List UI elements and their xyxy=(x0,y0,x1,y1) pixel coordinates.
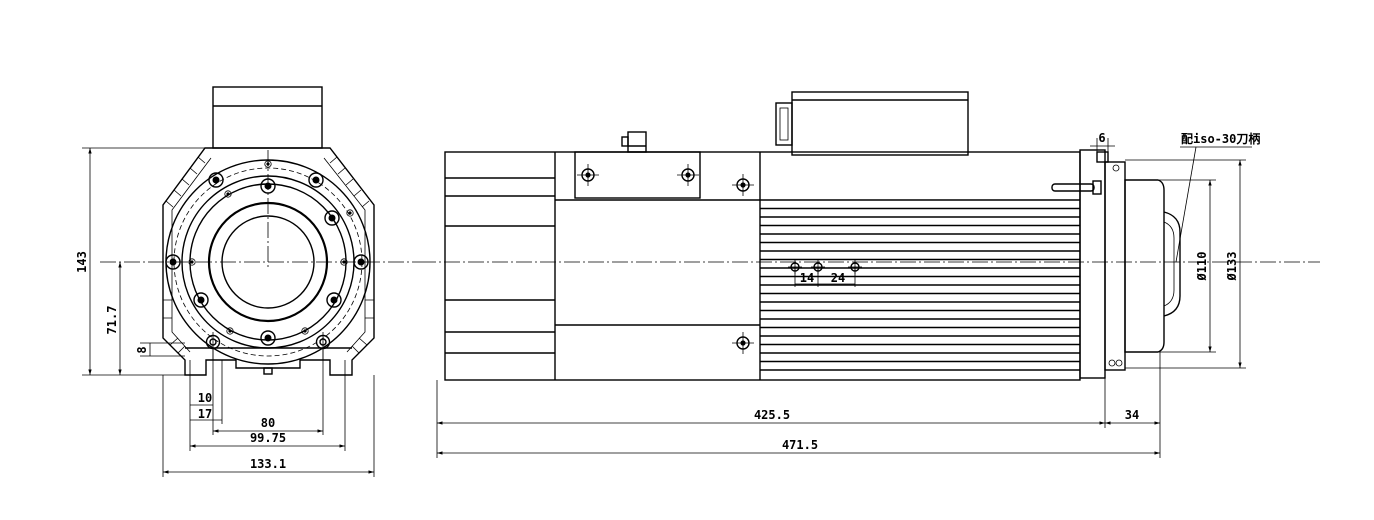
top-connector-box xyxy=(791,91,969,156)
small-hole-center xyxy=(303,329,307,333)
terminal-plate xyxy=(574,151,701,199)
small-hole xyxy=(226,327,234,335)
side-body xyxy=(444,151,1081,381)
small-hole-center xyxy=(348,211,352,215)
tool-holder-taper xyxy=(1163,211,1181,317)
dim-label-6: 6 xyxy=(1098,131,1105,145)
left-chamfer-fins xyxy=(165,156,206,208)
side-small-connector xyxy=(621,131,647,153)
front-ring xyxy=(1104,161,1126,371)
spindle-nut xyxy=(1124,179,1165,353)
top-connector-plug xyxy=(775,102,793,146)
end-view: 143 71.7 8 10 17 80 xyxy=(75,86,420,477)
dim-label-24: 24 xyxy=(831,271,845,285)
small-hole xyxy=(301,327,309,335)
small-hole-outer xyxy=(346,209,354,217)
end-centerlines xyxy=(100,150,420,267)
dim-label-dia-133: Ø133 xyxy=(1225,252,1239,282)
dim-label-471-5: 471.5 xyxy=(782,438,818,452)
tool-holder-note: 配iso-30刀柄 xyxy=(1181,131,1260,146)
end-bolt-holes xyxy=(165,160,369,360)
bolt-hole-outer xyxy=(324,210,340,226)
bolt-hole xyxy=(324,210,340,226)
dim-label-14: 14 xyxy=(800,271,814,285)
screw-symbol xyxy=(677,164,699,186)
bolt-hole-outer xyxy=(326,292,342,308)
front-screw xyxy=(1112,164,1120,172)
dim-label-10: 10 xyxy=(198,391,212,405)
right-chamfer-inner xyxy=(323,157,366,353)
lower-right-fins xyxy=(351,299,374,354)
bolt-hole-outer xyxy=(308,172,324,188)
end-dimensions: 143 71.7 8 10 17 80 xyxy=(75,147,375,477)
bolt-hole-outer xyxy=(260,330,276,346)
bottom-key xyxy=(263,367,273,375)
bolt-hole-center xyxy=(264,334,272,342)
left-chamfer-inner xyxy=(171,157,212,353)
small-connector-body xyxy=(627,131,647,153)
front-screw xyxy=(1115,359,1123,367)
right-chamfer-fins xyxy=(329,156,370,208)
small-hole xyxy=(224,190,232,198)
bolt-hole-outer xyxy=(193,292,209,308)
dim-label-80: 80 xyxy=(261,416,275,430)
cooling-fins xyxy=(760,199,1080,371)
note-leader xyxy=(1175,146,1197,263)
screw-symbol xyxy=(577,164,599,186)
small-connector-nub xyxy=(621,136,629,147)
end-connector-box xyxy=(212,86,323,149)
dim-label-dia-110: Ø110 xyxy=(1195,252,1209,282)
motor-body-outline xyxy=(444,151,1081,381)
top-connector-plug-inner xyxy=(779,107,789,141)
dim-label-143: 143 xyxy=(75,251,89,273)
bolt-hole-center xyxy=(197,296,205,304)
dim-label-425-5: 425.5 xyxy=(754,408,790,422)
side-bolts xyxy=(577,164,862,354)
lower-left-fins xyxy=(163,299,186,354)
dim-label-71-7: 71.7 xyxy=(105,306,119,335)
bolt-hole-outer xyxy=(208,172,224,188)
small-hole-outer xyxy=(226,327,234,335)
bolt-hole-center xyxy=(328,214,336,222)
front-pin-head xyxy=(1092,180,1102,195)
small-hole-center xyxy=(228,329,232,333)
small-hole-outer xyxy=(224,190,232,198)
bolt-hole-center xyxy=(212,176,220,184)
screw-symbol xyxy=(732,174,754,196)
bolt-hole xyxy=(208,172,224,188)
rear-cap-fins xyxy=(445,177,555,354)
bolt-hole xyxy=(308,172,324,188)
side-view: 6 配iso-30刀柄 Ø110 Ø133 14 24 xyxy=(420,91,1320,458)
small-hole-outer xyxy=(301,327,309,335)
taper-inner xyxy=(1163,221,1175,307)
front-nose xyxy=(1051,149,1181,379)
dim-label-8: 8 xyxy=(135,346,149,353)
connector-box-outline xyxy=(212,86,323,149)
bolt-hole xyxy=(326,292,342,308)
screw-symbol xyxy=(732,332,754,354)
side-top-connector xyxy=(775,91,969,156)
dim-label-133-1: 133.1 xyxy=(250,457,286,471)
flange-step xyxy=(1096,151,1109,163)
side-dimensions: 6 配iso-30刀柄 Ø110 Ø133 14 24 xyxy=(436,131,1260,458)
dim-label-99-75: 99.75 xyxy=(250,431,286,445)
front-screw xyxy=(1108,359,1116,367)
small-hole xyxy=(346,209,354,217)
bolt-hole-center xyxy=(330,296,338,304)
bolt-hole xyxy=(260,330,276,346)
small-hole-center xyxy=(226,192,230,196)
body-outline xyxy=(162,147,375,376)
bolt-hole-center xyxy=(312,176,320,184)
small-hole-outer xyxy=(188,258,196,266)
front-pin xyxy=(1051,183,1095,192)
dim-label-17: 17 xyxy=(198,407,212,421)
dim-label-34: 34 xyxy=(1125,408,1139,422)
bolt-hole xyxy=(193,292,209,308)
